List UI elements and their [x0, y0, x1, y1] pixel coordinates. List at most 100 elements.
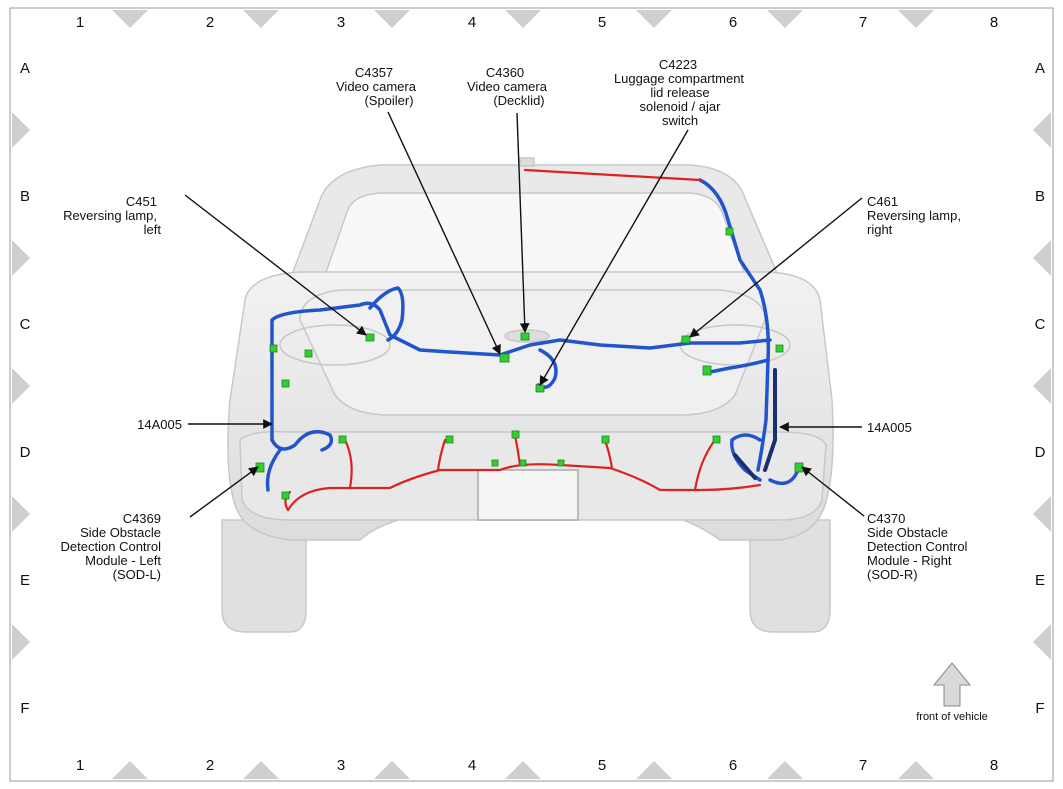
callout-harness-left: 14A005	[137, 417, 182, 432]
connector	[445, 435, 454, 444]
callout-line: Side Obstacle	[80, 525, 161, 540]
connector	[304, 349, 313, 358]
connectors	[255, 227, 804, 500]
arrow-up-icon	[932, 662, 972, 707]
row-label: C	[20, 316, 31, 333]
callout-c451: C451 Reversing lamp, left	[63, 194, 161, 237]
leader-lines	[184, 111, 865, 518]
connector	[601, 435, 610, 444]
col-label: 5	[598, 14, 606, 31]
connector-c4223	[535, 384, 545, 393]
col-label: 6	[729, 757, 737, 774]
column-labels-bottom: 1 2 3 4 5 6 7 8	[76, 757, 998, 774]
callout-line: Video camera	[467, 79, 548, 94]
col-label: 2	[206, 14, 214, 31]
col-label: 1	[76, 757, 84, 774]
row-label: D	[1035, 444, 1046, 461]
col-label: 6	[729, 14, 737, 31]
col-label: 2	[206, 757, 214, 774]
connector	[712, 435, 721, 444]
col-label: 3	[337, 14, 345, 31]
license-plate	[477, 469, 579, 521]
connector-c4360	[520, 332, 530, 341]
callout-line: Side Obstacle	[867, 525, 948, 540]
callout-line: C451	[126, 194, 157, 209]
col-label: 5	[598, 757, 606, 774]
leader-c461	[689, 197, 863, 338]
row-label: C	[1035, 316, 1046, 333]
callout-line: (SOD-R)	[867, 567, 918, 582]
col-label: 7	[859, 757, 867, 774]
callout-line: left	[144, 222, 162, 237]
harness-14A005-blue	[265, 178, 800, 492]
callout-line: C4360	[486, 65, 524, 80]
callout-line: Luggage compartment	[614, 71, 744, 86]
leader-c4370	[801, 466, 865, 517]
callout-line: Module - Right	[867, 553, 952, 568]
connector-c4357	[499, 353, 510, 363]
connector	[281, 379, 290, 388]
trunk-lid	[299, 289, 766, 416]
callout-c461: C461 Reversing lamp, right	[867, 194, 961, 237]
left-tire	[221, 519, 307, 633]
callout-line: (SOD-L)	[113, 567, 161, 582]
callout-c4360: C4360 Video camera (Decklid)	[467, 65, 548, 108]
diagram-border	[9, 7, 1054, 782]
leader-c4223	[539, 129, 689, 386]
callout-line: solenoid / ajar	[640, 99, 722, 114]
leader-c451	[184, 194, 367, 336]
connector	[557, 459, 565, 467]
row-label: B	[1035, 188, 1045, 205]
callout-c4223: C4223 Luggage compartment lid release so…	[614, 57, 744, 128]
row-labels-right: A B C D E F	[1035, 60, 1046, 717]
row-label: B	[20, 188, 30, 205]
callout-line: Reversing lamp,	[63, 208, 157, 223]
leader-c4369	[189, 466, 259, 518]
connector	[281, 491, 290, 500]
callout-line: lid release	[650, 85, 709, 100]
front-of-vehicle-label: front of vehicle	[916, 711, 988, 723]
row-label: F	[20, 700, 29, 717]
callout-line: Detection Control	[867, 539, 968, 554]
callout-line: Reversing lamp,	[867, 208, 961, 223]
connector-c461	[681, 335, 691, 344]
harness-14A005-darkblue	[733, 368, 777, 480]
connector	[338, 435, 347, 444]
callout-line: right	[867, 222, 893, 237]
connector	[519, 459, 527, 467]
callout-line: Detection Control	[61, 539, 162, 554]
callout-line: (Spoiler)	[364, 93, 413, 108]
callout-line: (Decklid)	[493, 93, 544, 108]
callout-line: Video camera	[336, 79, 417, 94]
spoiler-camera-housing	[519, 157, 535, 167]
callout-line: C4357	[355, 65, 393, 80]
row-label: D	[20, 444, 31, 461]
callout-c4357: C4357 Video camera (Spoiler)	[336, 65, 417, 108]
col-label: 3	[337, 757, 345, 774]
leader-c4357	[387, 111, 501, 355]
callout-line: C461	[867, 194, 898, 209]
column-labels-top: 1 2 3 4 5 6 7 8	[76, 14, 998, 31]
row-label: A	[1035, 60, 1045, 77]
row-label: E	[1035, 572, 1045, 589]
row-label: F	[1035, 700, 1044, 717]
col-label: 4	[468, 757, 476, 774]
col-label: 1	[76, 14, 84, 31]
row-labels-left: A B C D E F	[20, 60, 31, 717]
col-label: 4	[468, 14, 476, 31]
connector	[269, 344, 278, 353]
callout-harness-right: 14A005	[867, 420, 912, 435]
callout-c4370: C4370 Side Obstacle Detection Control Mo…	[867, 511, 968, 582]
callout-line: switch	[662, 113, 698, 128]
row-label: A	[20, 60, 30, 77]
callout-line: C4369	[123, 511, 161, 526]
grid-markers	[12, 10, 1051, 779]
connector	[702, 365, 712, 376]
connector	[511, 430, 520, 439]
callout-line: C4223	[659, 57, 697, 72]
connector	[491, 459, 499, 467]
connector	[775, 344, 784, 353]
callout-c4369: C4369 Side Obstacle Detection Control Mo…	[61, 511, 162, 582]
leader-c4360	[516, 112, 530, 333]
